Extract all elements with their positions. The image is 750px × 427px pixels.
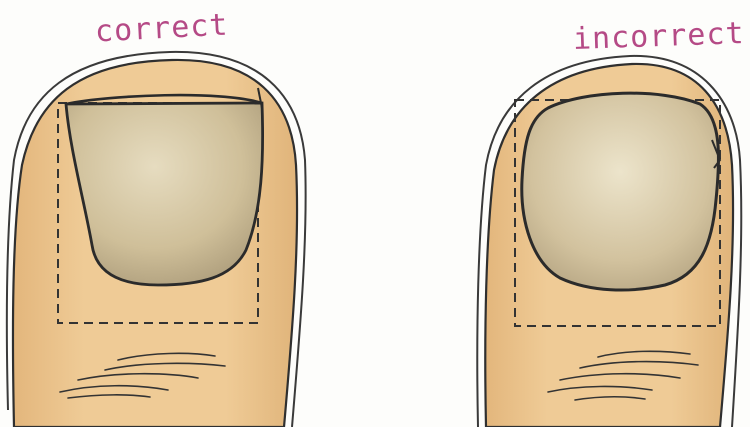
incorrect-nail — [522, 93, 719, 290]
incorrect-toe-drawing — [477, 56, 741, 427]
correct-nail — [66, 103, 263, 285]
incorrect-label: incorrect — [573, 19, 746, 55]
correct-label: correct — [94, 11, 229, 48]
correct-toe-drawing — [7, 52, 306, 427]
